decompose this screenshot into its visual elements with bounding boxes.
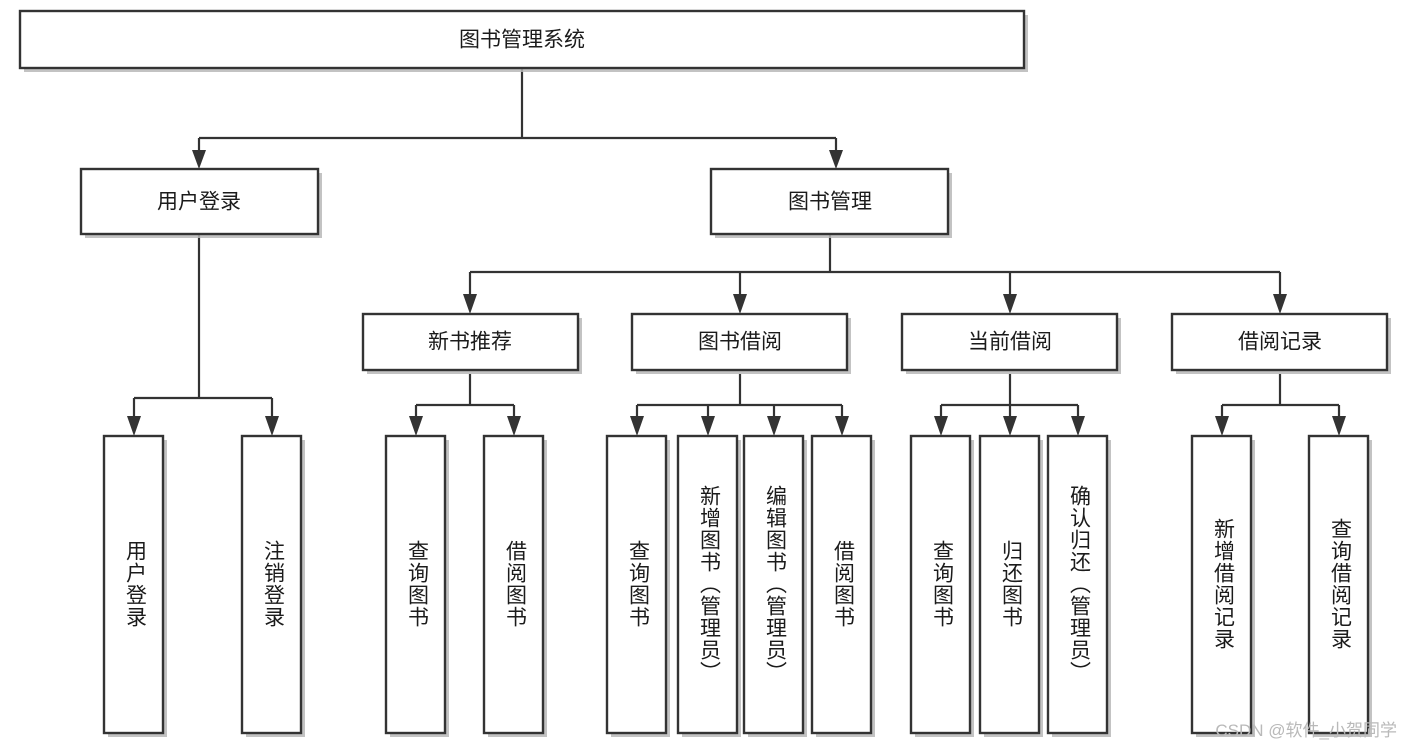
node-book-manage[interactable]: 图书管理 [709,167,952,238]
node-leaf-borrow-book-1[interactable]: 借阅图书 [482,434,547,737]
node-leaf-query-book-2-box[interactable] [605,434,668,735]
node-root-box[interactable] [18,9,1026,70]
node-leaf-borrow-book-2-box[interactable] [810,434,873,735]
node-leaf-confirm-return[interactable]: 确认归还（管理员） [1046,434,1111,737]
connector-newbookrec-to-leaves [414,374,516,424]
connector-layer [127,68,1346,436]
node-leaf-return-book[interactable]: 归还图书 [978,434,1043,737]
node-leaf-logout-label: 注销登录 [261,540,285,628]
arrowhead-leaf-return-book [1003,416,1017,436]
node-leaf-user-login[interactable]: 用户登录 [102,434,167,737]
node-leaf-return-book-box[interactable] [978,434,1041,735]
node-leaf-confirm-return-box[interactable] [1046,434,1109,735]
node-leaf-user-login-box[interactable] [102,434,165,735]
node-leaf-query-book-2-label: 查询图书 [626,540,650,628]
node-leaf-edit-book-box[interactable] [742,434,805,735]
node-leaf-borrow-book-2[interactable]: 借阅图书 [810,434,875,737]
node-leaf-edit-book[interactable]: 编辑图书（管理员） [742,434,807,737]
node-leaf-query-book-3-box[interactable] [909,434,972,735]
node-leaf-add-record-box[interactable] [1190,434,1253,735]
connector-bookborrow-to-leaves [635,374,844,424]
arrowhead-leaf-logout [265,416,279,436]
node-leaf-add-record[interactable]: 新增借阅记录 [1190,434,1255,737]
node-leaf-add-book[interactable]: 新增图书（管理员） [676,434,741,737]
node-leaf-query-book-1[interactable]: 查询图书 [384,434,449,737]
node-book-borrow-label: 图书借阅 [698,331,782,354]
connector-currentborrow-to-leaves [939,374,1080,424]
node-new-book-rec[interactable]: 新书推荐 [361,312,582,374]
node-root[interactable]: 图书管理系统 [18,9,1028,72]
arrowhead-leaf-add-record [1215,416,1229,436]
node-new-book-rec-box[interactable] [361,312,580,372]
arrowhead-leaf-query-book-1 [409,416,423,436]
node-book-manage-box[interactable] [709,167,950,236]
connector-bookmanage-to-level3 [468,234,1282,300]
node-current-borrow-box[interactable] [900,312,1119,372]
node-leaf-query-record[interactable]: 查询借阅记录 [1307,434,1372,737]
node-leaf-borrow-book-2-label: 借阅图书 [831,540,855,628]
arrowhead-leaf-add-book [701,416,715,436]
node-leaf-confirm-return-label: 确认归还（管理员） [1067,485,1091,683]
node-book-borrow-box[interactable] [630,312,849,372]
node-root-label: 图书管理系统 [459,29,585,52]
node-book-manage-label: 图书管理 [788,191,872,214]
node-leaf-logout-box[interactable] [240,434,303,735]
arrowhead-current-borrow [1003,294,1017,314]
node-leaf-query-record-label: 查询借阅记录 [1328,518,1352,650]
arrowhead-book-manage [829,150,843,169]
node-user-login-box[interactable] [79,167,320,236]
arrowhead-new-book-rec [463,294,477,314]
arrowhead-leaf-query-record [1332,416,1346,436]
node-current-borrow[interactable]: 当前借阅 [900,312,1121,374]
node-leaf-borrow-book-1-label: 借阅图书 [503,540,527,628]
node-leaf-add-record-label: 新增借阅记录 [1211,518,1235,650]
connector-userlogin-to-leaves [132,234,274,424]
node-leaf-add-book-box[interactable] [676,434,739,735]
node-leaf-edit-book-label: 编辑图书（管理员） [763,485,787,683]
node-leaf-query-book-1-label: 查询图书 [405,540,429,628]
connector-borrowrecord-to-leaves [1220,374,1341,424]
node-leaf-return-book-label: 归还图书 [999,540,1023,628]
node-current-borrow-label: 当前借阅 [968,331,1052,354]
node-leaf-query-record-box[interactable] [1307,434,1370,735]
node-user-login[interactable]: 用户登录 [79,167,322,238]
arrowhead-leaf-borrow-book-2 [835,416,849,436]
node-leaf-query-book-1-box[interactable] [384,434,447,735]
arrowhead-leaf-user-login [127,416,141,436]
node-leaf-user-login-label: 用户登录 [123,540,147,628]
node-leaf-query-book-2[interactable]: 查询图书 [605,434,670,737]
arrowhead-leaf-borrow-book-1 [507,416,521,436]
arrowhead-leaf-query-book-2 [630,416,644,436]
node-leaf-add-book-label: 新增图书（管理员） [697,485,721,683]
node-book-borrow[interactable]: 图书借阅 [630,312,851,374]
arrowhead-borrow-record [1273,294,1287,314]
connector-root-to-level2 [197,68,838,158]
node-leaf-query-book-3-label: 查询图书 [930,540,954,628]
node-leaf-borrow-book-1-box[interactable] [482,434,545,735]
node-borrow-record-box[interactable] [1170,312,1389,372]
arrowhead-leaf-query-book-3 [934,416,948,436]
arrowhead-leaf-confirm-return [1071,416,1085,436]
arrowhead-leaf-edit-book [767,416,781,436]
node-user-login-label: 用户登录 [157,191,241,214]
node-new-book-rec-label: 新书推荐 [428,331,512,354]
node-leaf-logout[interactable]: 注销登录 [240,434,305,737]
node-borrow-record[interactable]: 借阅记录 [1170,312,1391,374]
arrowhead-book-borrow [733,294,747,314]
arrowhead-user-login [192,150,206,169]
node-borrow-record-label: 借阅记录 [1238,331,1322,354]
node-leaf-query-book-3[interactable]: 查询图书 [909,434,974,737]
